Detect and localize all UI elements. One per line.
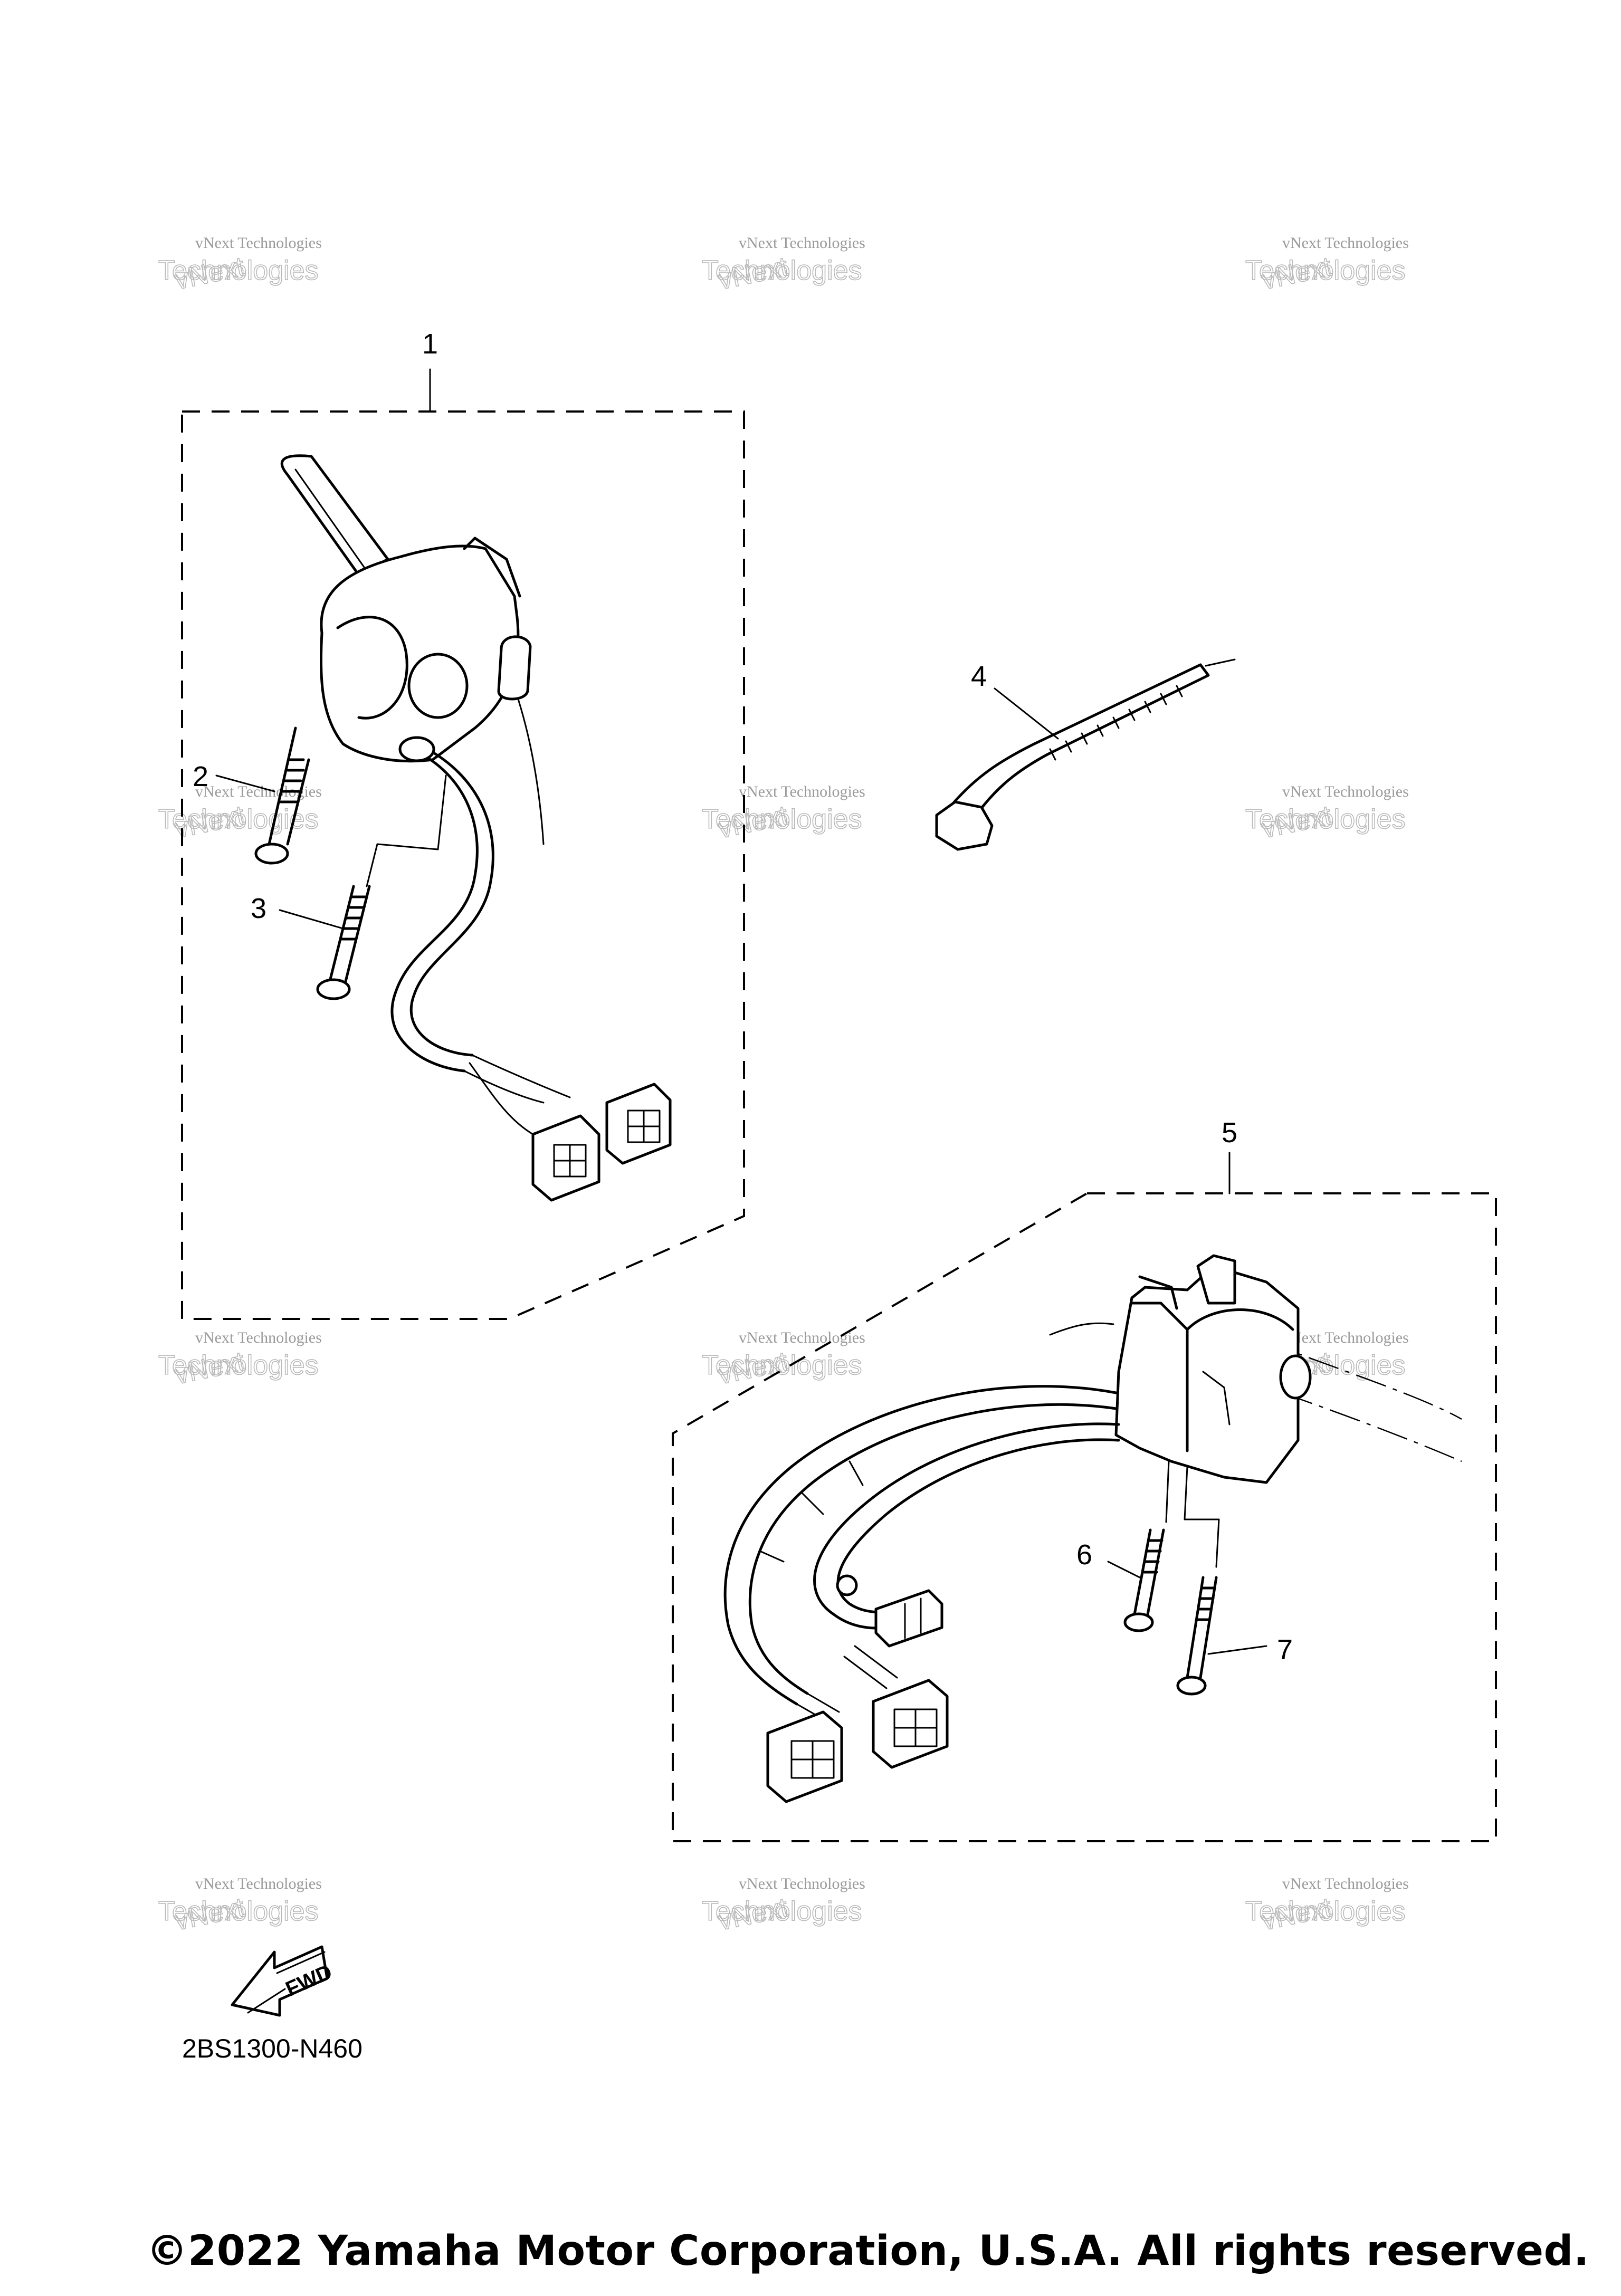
callout-7: 7	[1277, 1634, 1293, 1666]
svg-text:vNext Technologies: vNext Technologies	[195, 1329, 322, 1346]
callout-3: 3	[251, 893, 266, 924]
wire	[469, 1062, 534, 1135]
callout-4: 4	[971, 661, 987, 692]
svg-text:Technologies: Technologies	[1245, 804, 1406, 835]
svg-text:vNext Technologies: vNext Technologies	[739, 234, 865, 252]
connector-b	[605, 1083, 672, 1165]
watermark: vNext Technologies vNext Technologies	[1245, 1875, 1409, 1937]
housing-port	[407, 653, 469, 719]
leader-4	[994, 687, 1059, 740]
svg-text:vNext Technologies: vNext Technologies	[739, 1875, 865, 1892]
housing-detail	[1202, 1371, 1231, 1426]
clamp	[836, 1574, 858, 1596]
housing-arc	[1186, 1308, 1294, 1331]
housing-contour	[336, 616, 408, 720]
svg-text:vNext Technologies: vNext Technologies	[1282, 234, 1409, 252]
housing-switch	[1138, 1275, 1178, 1310]
connector-d	[766, 1710, 843, 1803]
svg-text:Technologies: Technologies	[702, 804, 862, 835]
handlebar-centerline-a	[1261, 1339, 1462, 1420]
callout-5: 5	[1222, 1117, 1237, 1149]
assembly-group-1	[181, 368, 745, 1320]
housing-top	[463, 537, 521, 598]
housing-collar	[1279, 1354, 1312, 1400]
svg-text:vNext Technologies: vNext Technologies	[1282, 1875, 1409, 1892]
wires	[796, 1645, 898, 1716]
connector-small	[874, 1589, 943, 1648]
watermark: vNext Technologies vNext Technologies	[701, 234, 865, 296]
fwd-arrow-icon: FWD	[231, 1945, 336, 2017]
leader-2	[215, 774, 275, 792]
svg-text:vNext Technologies: vNext Technologies	[1282, 783, 1409, 800]
screw-2	[254, 726, 310, 865]
connector-c	[872, 1679, 949, 1769]
svg-text:Technologies: Technologies	[702, 1896, 862, 1927]
watermark: vNext Technologies vNext Technologies	[158, 1329, 322, 1391]
group-1-boundary	[181, 410, 745, 1320]
svg-text:vNext Technologies: vNext Technologies	[739, 1329, 865, 1346]
left-switch-cable	[390, 748, 479, 1073]
watermarks: vNext Technologies vNext Technologies vN…	[158, 234, 1409, 1937]
branch-cable-outline	[836, 1438, 1120, 1614]
handlebar-grip	[280, 454, 389, 577]
bracket-line	[366, 774, 447, 887]
diagram-code: 2BS1300-N460	[182, 2034, 363, 2063]
watermark: vNext Technologies vNext Technologies	[1245, 234, 1409, 296]
svg-text:vNext Technologies: vNext Technologies	[1282, 1329, 1409, 1346]
leader-7	[1207, 1645, 1267, 1655]
svg-text:vNext Technologies: vNext Technologies	[739, 783, 865, 800]
svg-text:vNext Technologies: vNext Technologies	[195, 1875, 322, 1892]
bracket-line	[1165, 1460, 1220, 1568]
svg-text:Technologies: Technologies	[158, 1350, 319, 1381]
callout-2: 2	[193, 761, 208, 792]
svg-text:Technologies: Technologies	[158, 1896, 319, 1927]
leader-3	[279, 909, 344, 930]
cable-grommet	[398, 736, 435, 762]
svg-text:vNext Technologies: vNext Technologies	[195, 234, 322, 252]
cable-outline	[748, 1403, 1118, 1695]
svg-text:Technologies: Technologies	[702, 255, 862, 286]
housing-lever	[1196, 1254, 1236, 1305]
housing-edge	[1130, 1302, 1189, 1452]
cable-tie-4	[935, 658, 1236, 851]
assembly-group-5	[672, 1152, 1497, 1842]
right-switch-cable	[723, 1385, 1118, 1706]
callout-1: 1	[422, 328, 438, 360]
tape-bands	[759, 1460, 864, 1563]
callout-6: 6	[1076, 1539, 1092, 1571]
watermark: vNext Technologies vNext Technologies	[701, 783, 865, 845]
screw-6	[1123, 1528, 1165, 1632]
group-5-boundary	[672, 1192, 1497, 1842]
wire	[463, 1070, 545, 1104]
svg-text:Technologies: Technologies	[1245, 255, 1406, 286]
watermark: vNext Technologies vNext Technologies	[701, 1875, 865, 1937]
screw-3	[316, 885, 371, 1000]
watermark: vNext Technologies vNext Technologies	[701, 1329, 865, 1391]
svg-text:Technologies: Technologies	[702, 1350, 862, 1381]
handlebar-centerline-b	[1282, 1392, 1462, 1462]
connector-a	[531, 1114, 600, 1202]
svg-text:Technologies: Technologies	[1245, 1896, 1406, 1927]
leader-6	[1107, 1561, 1141, 1578]
bar-arc	[1049, 1322, 1114, 1336]
watermark: vNext Technologies vNext Technologies	[158, 1875, 322, 1937]
screw-7	[1176, 1576, 1218, 1696]
switch-knob	[497, 635, 532, 701]
watermark: vNext Technologies vNext Technologies	[158, 234, 322, 296]
watermark: vNext Technologies vNext Technologies	[158, 783, 322, 845]
grip-edge	[294, 468, 365, 568]
wire	[471, 1054, 571, 1098]
watermark: vNext Technologies vNext Technologies	[1245, 783, 1409, 845]
branch-cable	[813, 1422, 1120, 1630]
svg-text:Technologies: Technologies	[158, 255, 319, 286]
cable-outline	[409, 748, 494, 1057]
copyright-notice: ©2022 Yamaha Motor Corporation, U.S.A. A…	[146, 2227, 1589, 2275]
left-switch-housing	[319, 544, 520, 763]
